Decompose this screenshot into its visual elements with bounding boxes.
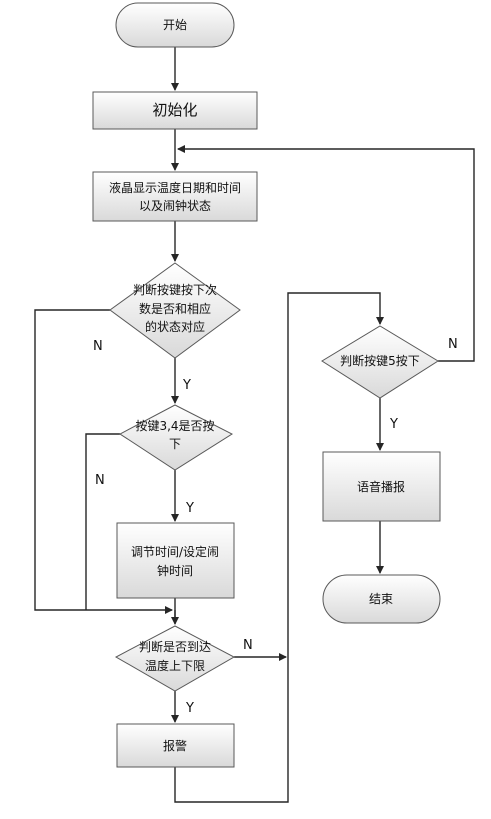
- label-judge-key-no: N: [93, 339, 103, 354]
- node-key5-label: 判断按键5按下: [340, 353, 420, 368]
- edge-labels: N Y N Y N Y N Y: [93, 337, 458, 716]
- node-init-label: 初始化: [152, 101, 197, 119]
- node-judge-key-line2: 数是否和相应: [139, 301, 211, 316]
- edge-key34-no: [85, 433, 120, 610]
- node-display-line2: 以及闹钟状态: [139, 198, 211, 213]
- label-key5-no: N: [448, 337, 458, 352]
- node-display-line1: 液晶显示温度日期和时间: [109, 180, 241, 195]
- label-key34-no: N: [95, 473, 105, 488]
- label-temp-yes: Y: [185, 701, 194, 716]
- edge-key5-no: [177, 145, 475, 362]
- node-display: 液晶显示温度日期和时间 以及闹钟状态: [92, 171, 258, 222]
- connectors: [34, 47, 475, 803]
- node-voice-label: 语音播报: [357, 479, 405, 494]
- edge-alarm-loop: [174, 292, 384, 803]
- label-key5-yes: Y: [389, 417, 398, 432]
- node-init: 初始化: [92, 91, 258, 130]
- node-alarm-label: 报警: [163, 738, 187, 753]
- node-voice: 语音播报: [322, 451, 441, 522]
- node-judge-key: 判断按键按下次 数是否和相应 的状态对应: [109, 262, 241, 359]
- node-temp: 判断是否到达 温度上下限: [114, 625, 236, 692]
- edge-judge-no: [34, 309, 173, 614]
- node-temp-line2: 温度上下限: [145, 658, 205, 673]
- node-key34-line2: 下: [169, 437, 181, 451]
- node-key34-line1: 按键3,4是否按: [135, 419, 214, 433]
- label-judge-key-yes: Y: [182, 378, 191, 393]
- node-start: 开始: [115, 2, 235, 48]
- node-temp-line1: 判断是否到达: [139, 639, 211, 654]
- node-key5: 判断按键5按下: [321, 325, 439, 399]
- node-adjust: 调节时间/设定闹 钟时间: [116, 522, 235, 599]
- label-key34-yes: Y: [185, 501, 194, 516]
- label-temp-no: N: [243, 638, 253, 653]
- node-adjust-line1: 调节时间/设定闹: [131, 544, 219, 559]
- node-judge-key-line1: 判断按键按下次: [133, 282, 217, 297]
- node-adjust-line2: 钟时间: [157, 563, 193, 578]
- node-end: 结束: [322, 574, 441, 624]
- node-end-label: 结束: [369, 592, 393, 606]
- node-alarm: 报警: [116, 723, 235, 768]
- node-judge-key-line3: 的状态对应: [145, 319, 205, 334]
- node-key34: 按键3,4是否按 下: [119, 404, 234, 471]
- node-start-label: 开始: [163, 18, 187, 32]
